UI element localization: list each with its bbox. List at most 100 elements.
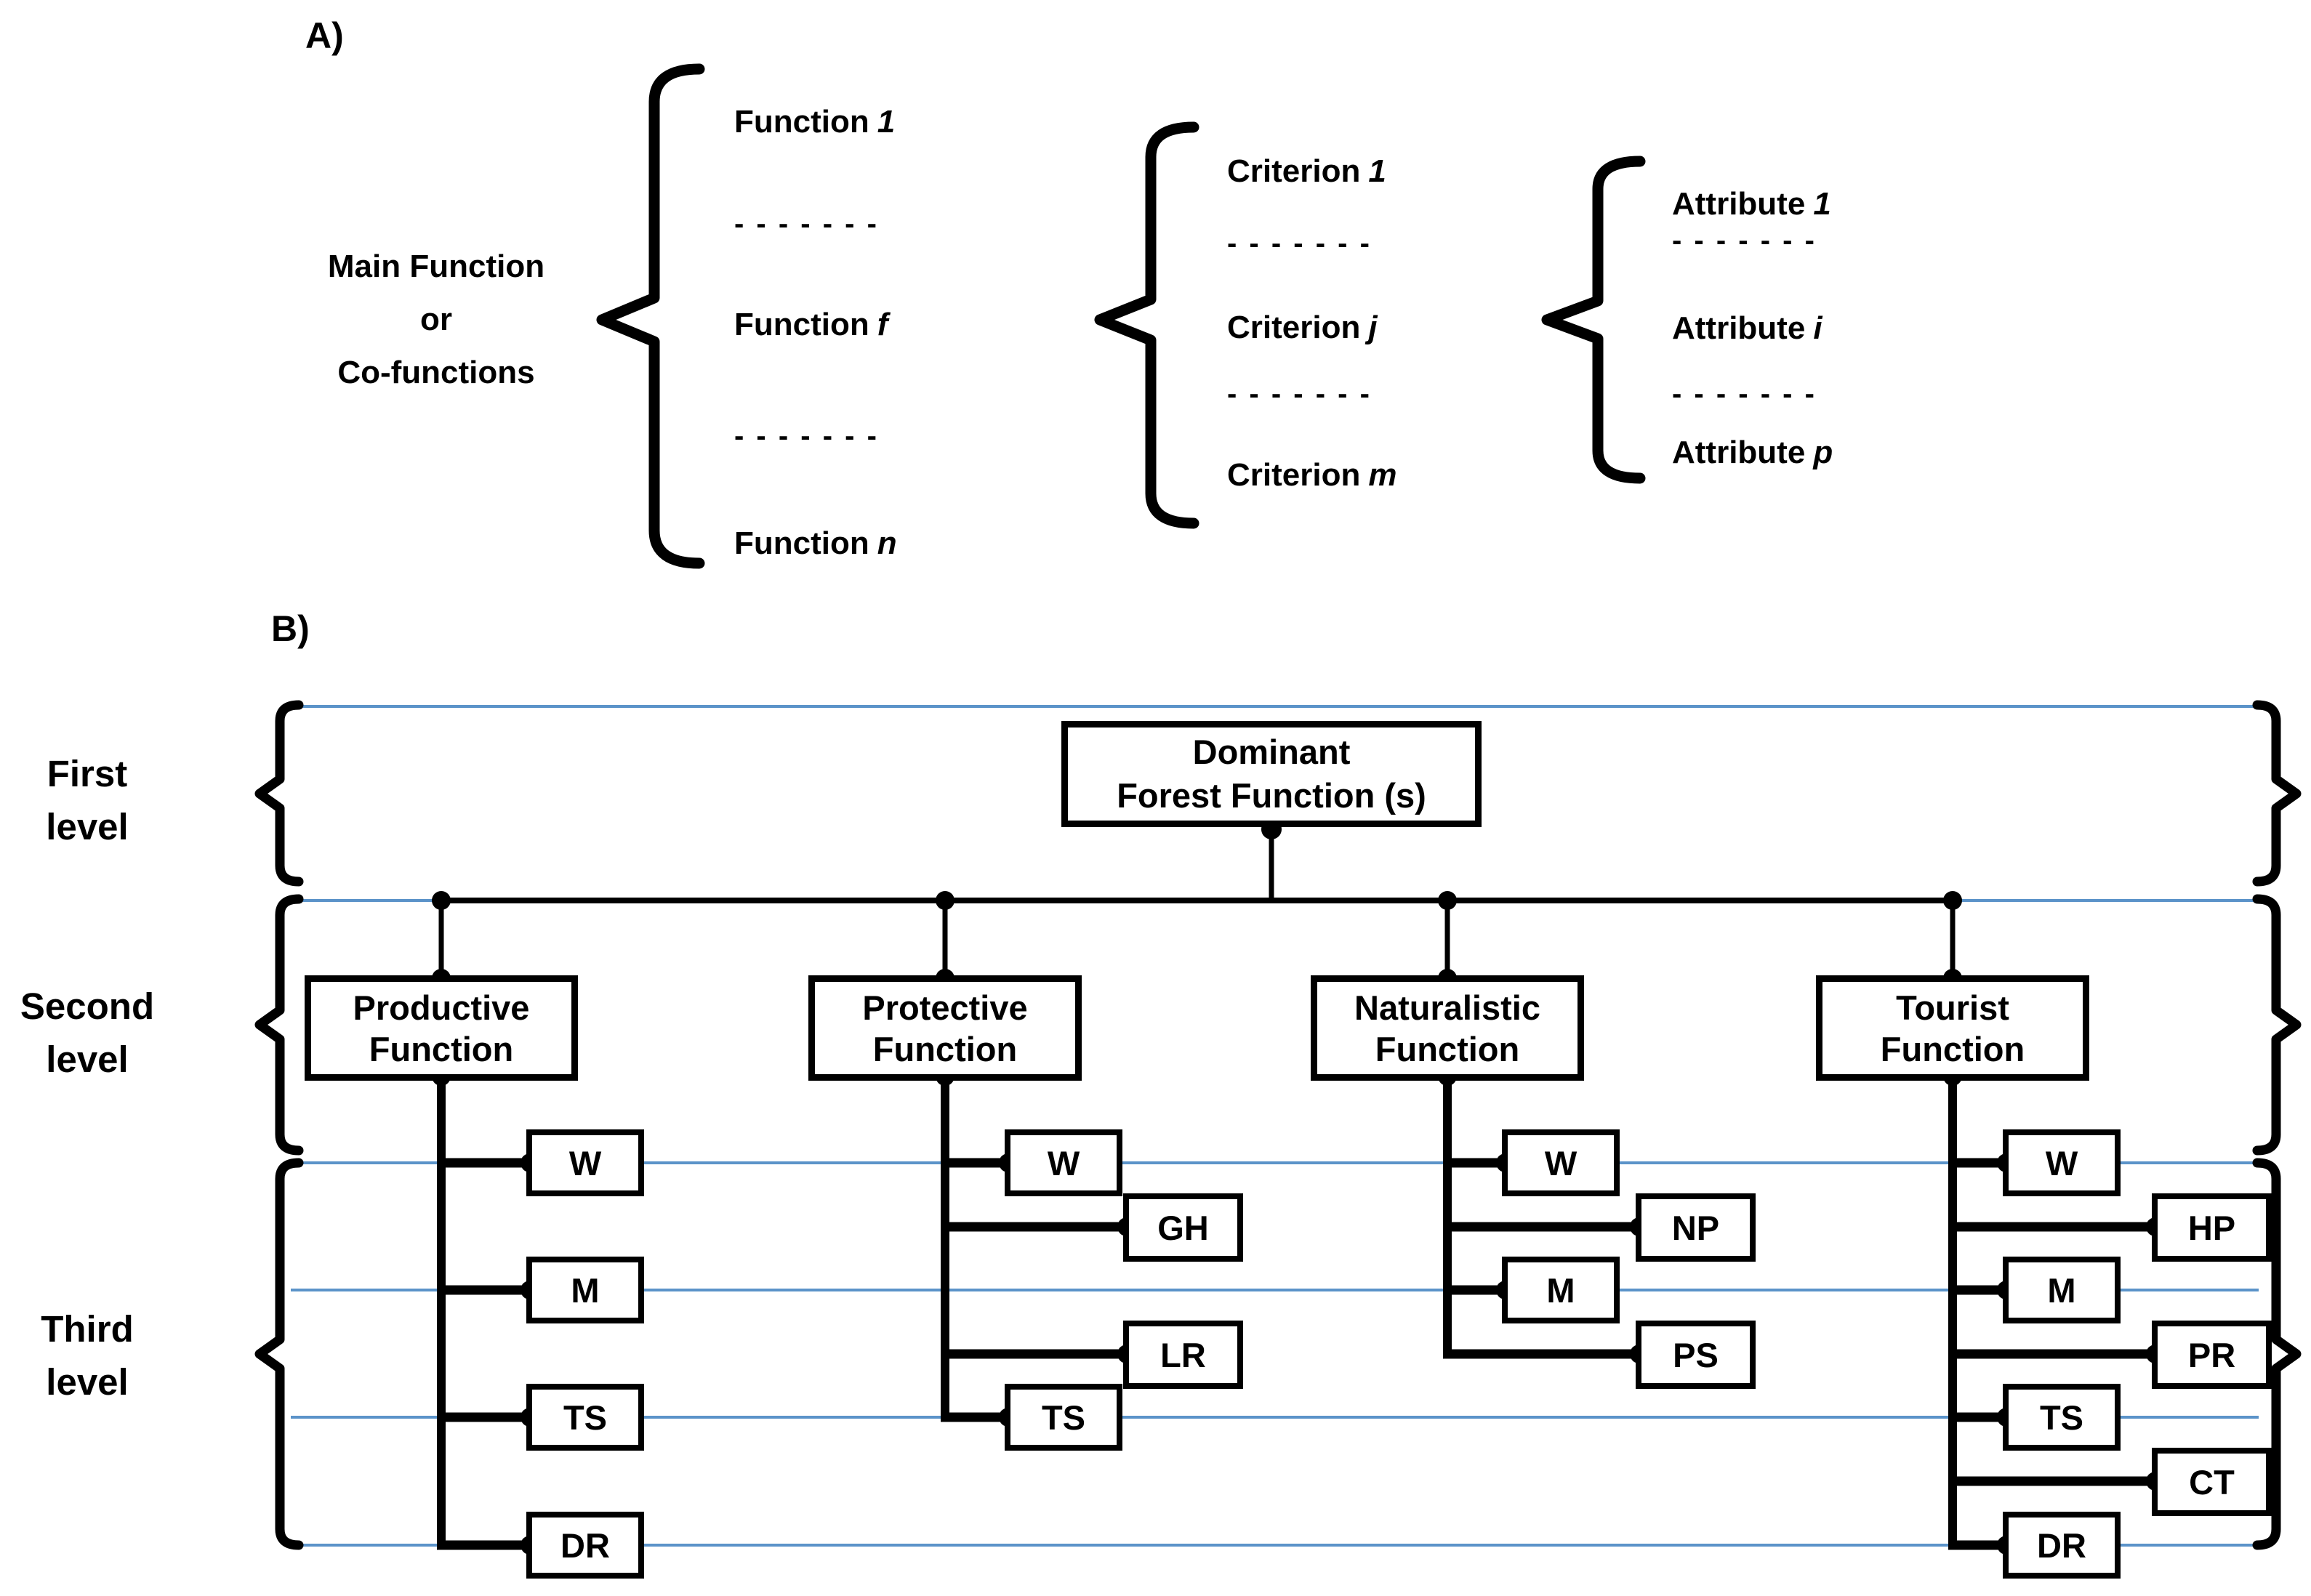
criteria-ellipsis-2: - - - - - - - (1227, 378, 1372, 410)
protective-function-box: Protective Function (808, 975, 1082, 1081)
leaf-code: CT (2189, 1462, 2235, 1502)
naturalistic-function-line1: Naturalistic (1354, 988, 1540, 1027)
criterion-item-1-label: Criterion (1227, 153, 1361, 189)
criterion-item-j-var: j (1368, 310, 1378, 345)
function-item-1-label: Function (734, 104, 869, 140)
leaf-code: M (571, 1270, 600, 1310)
functions-ellipsis-1: - - - - - - - (734, 208, 879, 240)
leaf-code: NP (1671, 1208, 1720, 1247)
third-level-label-line2: level (46, 1361, 129, 1403)
leaf-box-protective-lr: LR (1123, 1321, 1243, 1389)
leaf-box-productive-w: W (526, 1129, 644, 1196)
leaf-box-naturalistic-w: W (1502, 1129, 1620, 1196)
leaf-box-tourist-m: M (2003, 1257, 2121, 1323)
leaf-code: DR (2037, 1526, 2086, 1565)
attribute-item-p-var: p (1813, 435, 1833, 470)
second-level-label: Second level (0, 980, 189, 1086)
main-function-label: Main Function or Co-functions (236, 240, 636, 399)
leaf-code: W (1047, 1143, 1080, 1182)
leaf-code: DR (560, 1526, 610, 1565)
leaf-code: M (2047, 1270, 2076, 1310)
attribute-item-i: Attribute i (1672, 302, 1822, 347)
leaf-box-tourist-w: W (2003, 1129, 2121, 1196)
leaf-code: TS (1041, 1398, 1086, 1437)
dot-junction-tourist (1943, 891, 1962, 910)
naturalistic-function-line2: Function (1375, 1029, 1520, 1068)
first-level-label-line1: First (47, 753, 128, 794)
protective-function-line2: Function (872, 1029, 1018, 1068)
attribute-item-p-label: Attribute (1672, 435, 1806, 470)
brace-attributes-icon (1541, 156, 1646, 484)
leaf-box-tourist-ts: TS (2003, 1384, 2121, 1451)
dot-junction-productive (432, 891, 451, 910)
section-label-b: B) (271, 608, 310, 649)
functions-ellipsis-2: - - - - - - - (734, 420, 879, 452)
attributes-ellipsis-1: - - - - - - - (1672, 225, 1817, 257)
attribute-item-1-var: 1 (1813, 186, 1831, 222)
leaf-code: M (1546, 1270, 1575, 1310)
productive-function-box: Productive Function (305, 975, 578, 1081)
dominant-box-line1: Dominant (1192, 733, 1351, 771)
leaf-box-protective-w: W (1005, 1129, 1122, 1196)
attribute-item-i-var: i (1813, 310, 1822, 346)
leaf-code: W (1544, 1143, 1577, 1182)
leaf-code: HP (2187, 1208, 2236, 1247)
leaf-box-productive-m: M (526, 1257, 644, 1323)
function-item-n-label: Function (734, 525, 869, 561)
bracket-right-level3 (2252, 1158, 2302, 1550)
attribute-item-i-label: Attribute (1672, 310, 1806, 346)
criterion-item-m-label: Criterion (1227, 457, 1361, 493)
leaf-code: W (2045, 1143, 2078, 1182)
leaf-box-naturalistic-m: M (1502, 1257, 1620, 1323)
tourist-function-box: Tourist Function (1816, 975, 2089, 1081)
criterion-item-m-var: m (1368, 457, 1397, 493)
criteria-ellipsis-1: - - - - - - - (1227, 227, 1372, 259)
leaf-code: LR (1160, 1335, 1206, 1374)
bracket-right-level1 (2252, 700, 2302, 887)
main-function-label-line1: Main Function (327, 249, 545, 284)
leaf-code: TS (2039, 1398, 2084, 1437)
productive-function-line2: Function (369, 1029, 514, 1068)
criterion-item-j: Criterion j (1227, 301, 1378, 346)
criterion-item-j-label: Criterion (1227, 310, 1361, 345)
leaf-box-naturalistic-np: NP (1636, 1193, 1756, 1262)
first-level-label: First level (0, 747, 189, 853)
leaf-box-protective-ts: TS (1005, 1384, 1122, 1451)
criterion-item-1: Criterion 1 (1227, 145, 1386, 190)
leaf-box-protective-gh: GH (1123, 1193, 1243, 1262)
function-item-1-var: 1 (877, 104, 896, 140)
second-level-label-line1: Second (20, 986, 155, 1027)
brace-functions-icon (596, 63, 705, 569)
leaf-code: PR (2187, 1335, 2236, 1374)
leaf-code: GH (1157, 1208, 1209, 1247)
attribute-item-1: Attribute 1 (1672, 177, 1831, 222)
section-label-a: A) (305, 15, 344, 56)
leaf-box-productive-ts: TS (526, 1384, 644, 1451)
third-level-label: Third level (0, 1302, 189, 1408)
function-item-n-var: n (877, 525, 897, 561)
first-level-label-line2: level (46, 806, 129, 847)
attributes-ellipsis-2: - - - - - - - (1672, 378, 1817, 410)
brace-criteria-icon (1094, 121, 1199, 529)
function-item-f-var: f (877, 307, 888, 342)
leaf-code: PS (1673, 1335, 1719, 1374)
main-function-label-line3: Co-functions (337, 355, 535, 390)
dot-junction-naturalistic (1438, 891, 1457, 910)
productive-function-line1: Productive (353, 988, 530, 1027)
third-level-label-line1: Third (41, 1308, 134, 1350)
bracket-left-level3 (254, 1158, 304, 1550)
leaf-box-tourist-dr: DR (2003, 1512, 2121, 1579)
main-function-label-line2: or (420, 302, 452, 337)
leaf-box-tourist-hp: HP (2152, 1193, 2272, 1262)
criterion-item-1-var: 1 (1368, 153, 1386, 189)
bracket-left-level2 (254, 894, 304, 1156)
function-item-f-label: Function (734, 307, 869, 342)
tourist-function-line2: Function (1880, 1029, 2025, 1068)
leaf-box-tourist-ct: CT (2152, 1448, 2272, 1516)
second-level-label-line2: level (46, 1039, 129, 1080)
leaf-box-tourist-pr: PR (2152, 1321, 2272, 1389)
leaf-box-naturalistic-ps: PS (1636, 1321, 1756, 1389)
dominant-forest-function-box: Dominant Forest Function (s) (1061, 721, 1482, 827)
tourist-function-line1: Tourist (1896, 988, 2009, 1027)
